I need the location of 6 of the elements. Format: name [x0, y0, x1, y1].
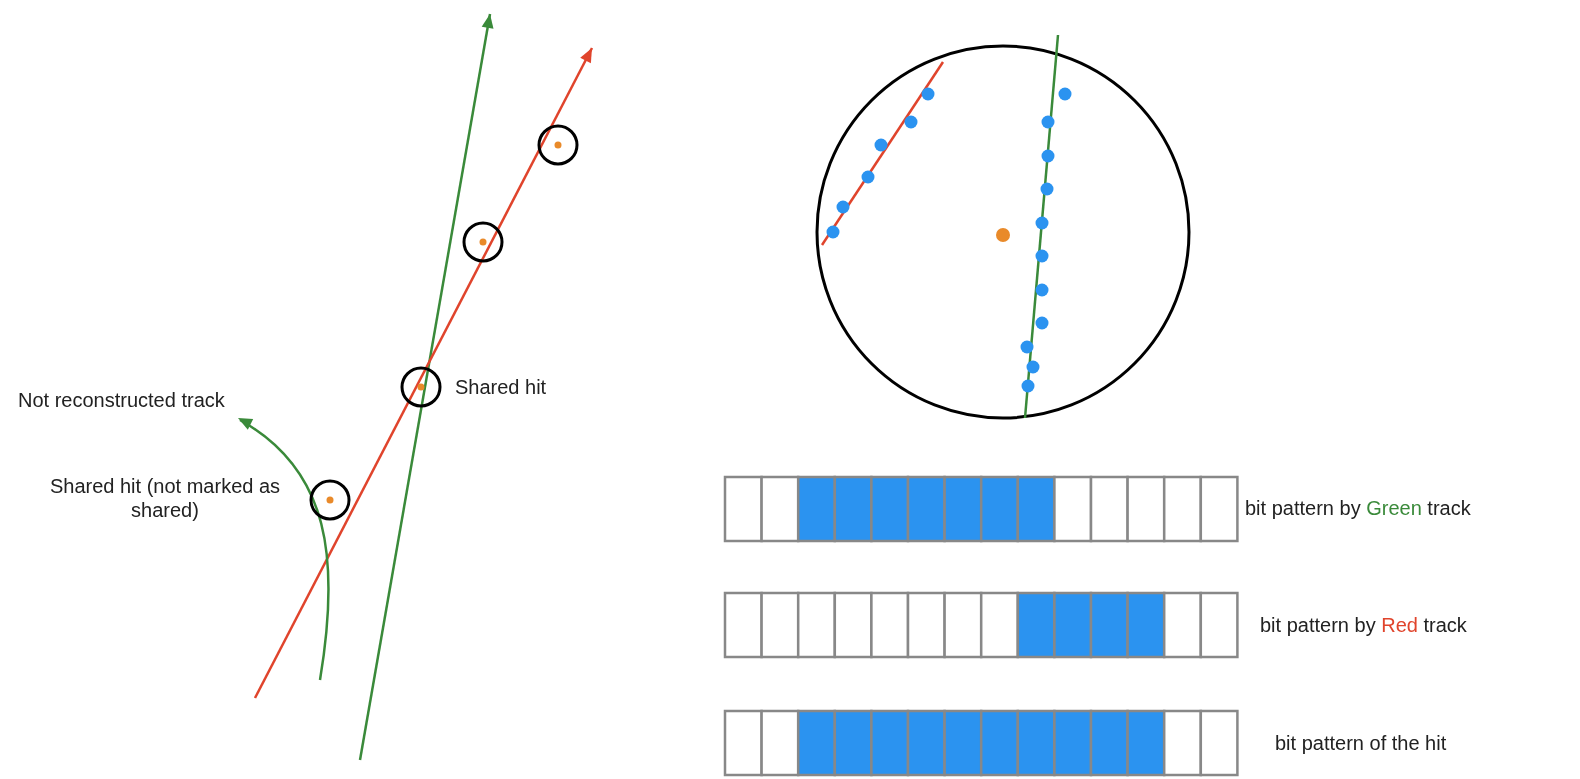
hit-label: Shared hit (not marked as shared) — [48, 474, 282, 522]
bit-pattern-label: bit pattern of the hit — [1275, 731, 1447, 755]
bit-pattern-label: bit pattern by Green track — [1245, 496, 1471, 520]
hit-label: Shared hit — [455, 375, 547, 399]
track-label: Not reconstructed track — [18, 388, 225, 412]
bit-pattern-label: bit pattern by Red track — [1260, 613, 1467, 637]
